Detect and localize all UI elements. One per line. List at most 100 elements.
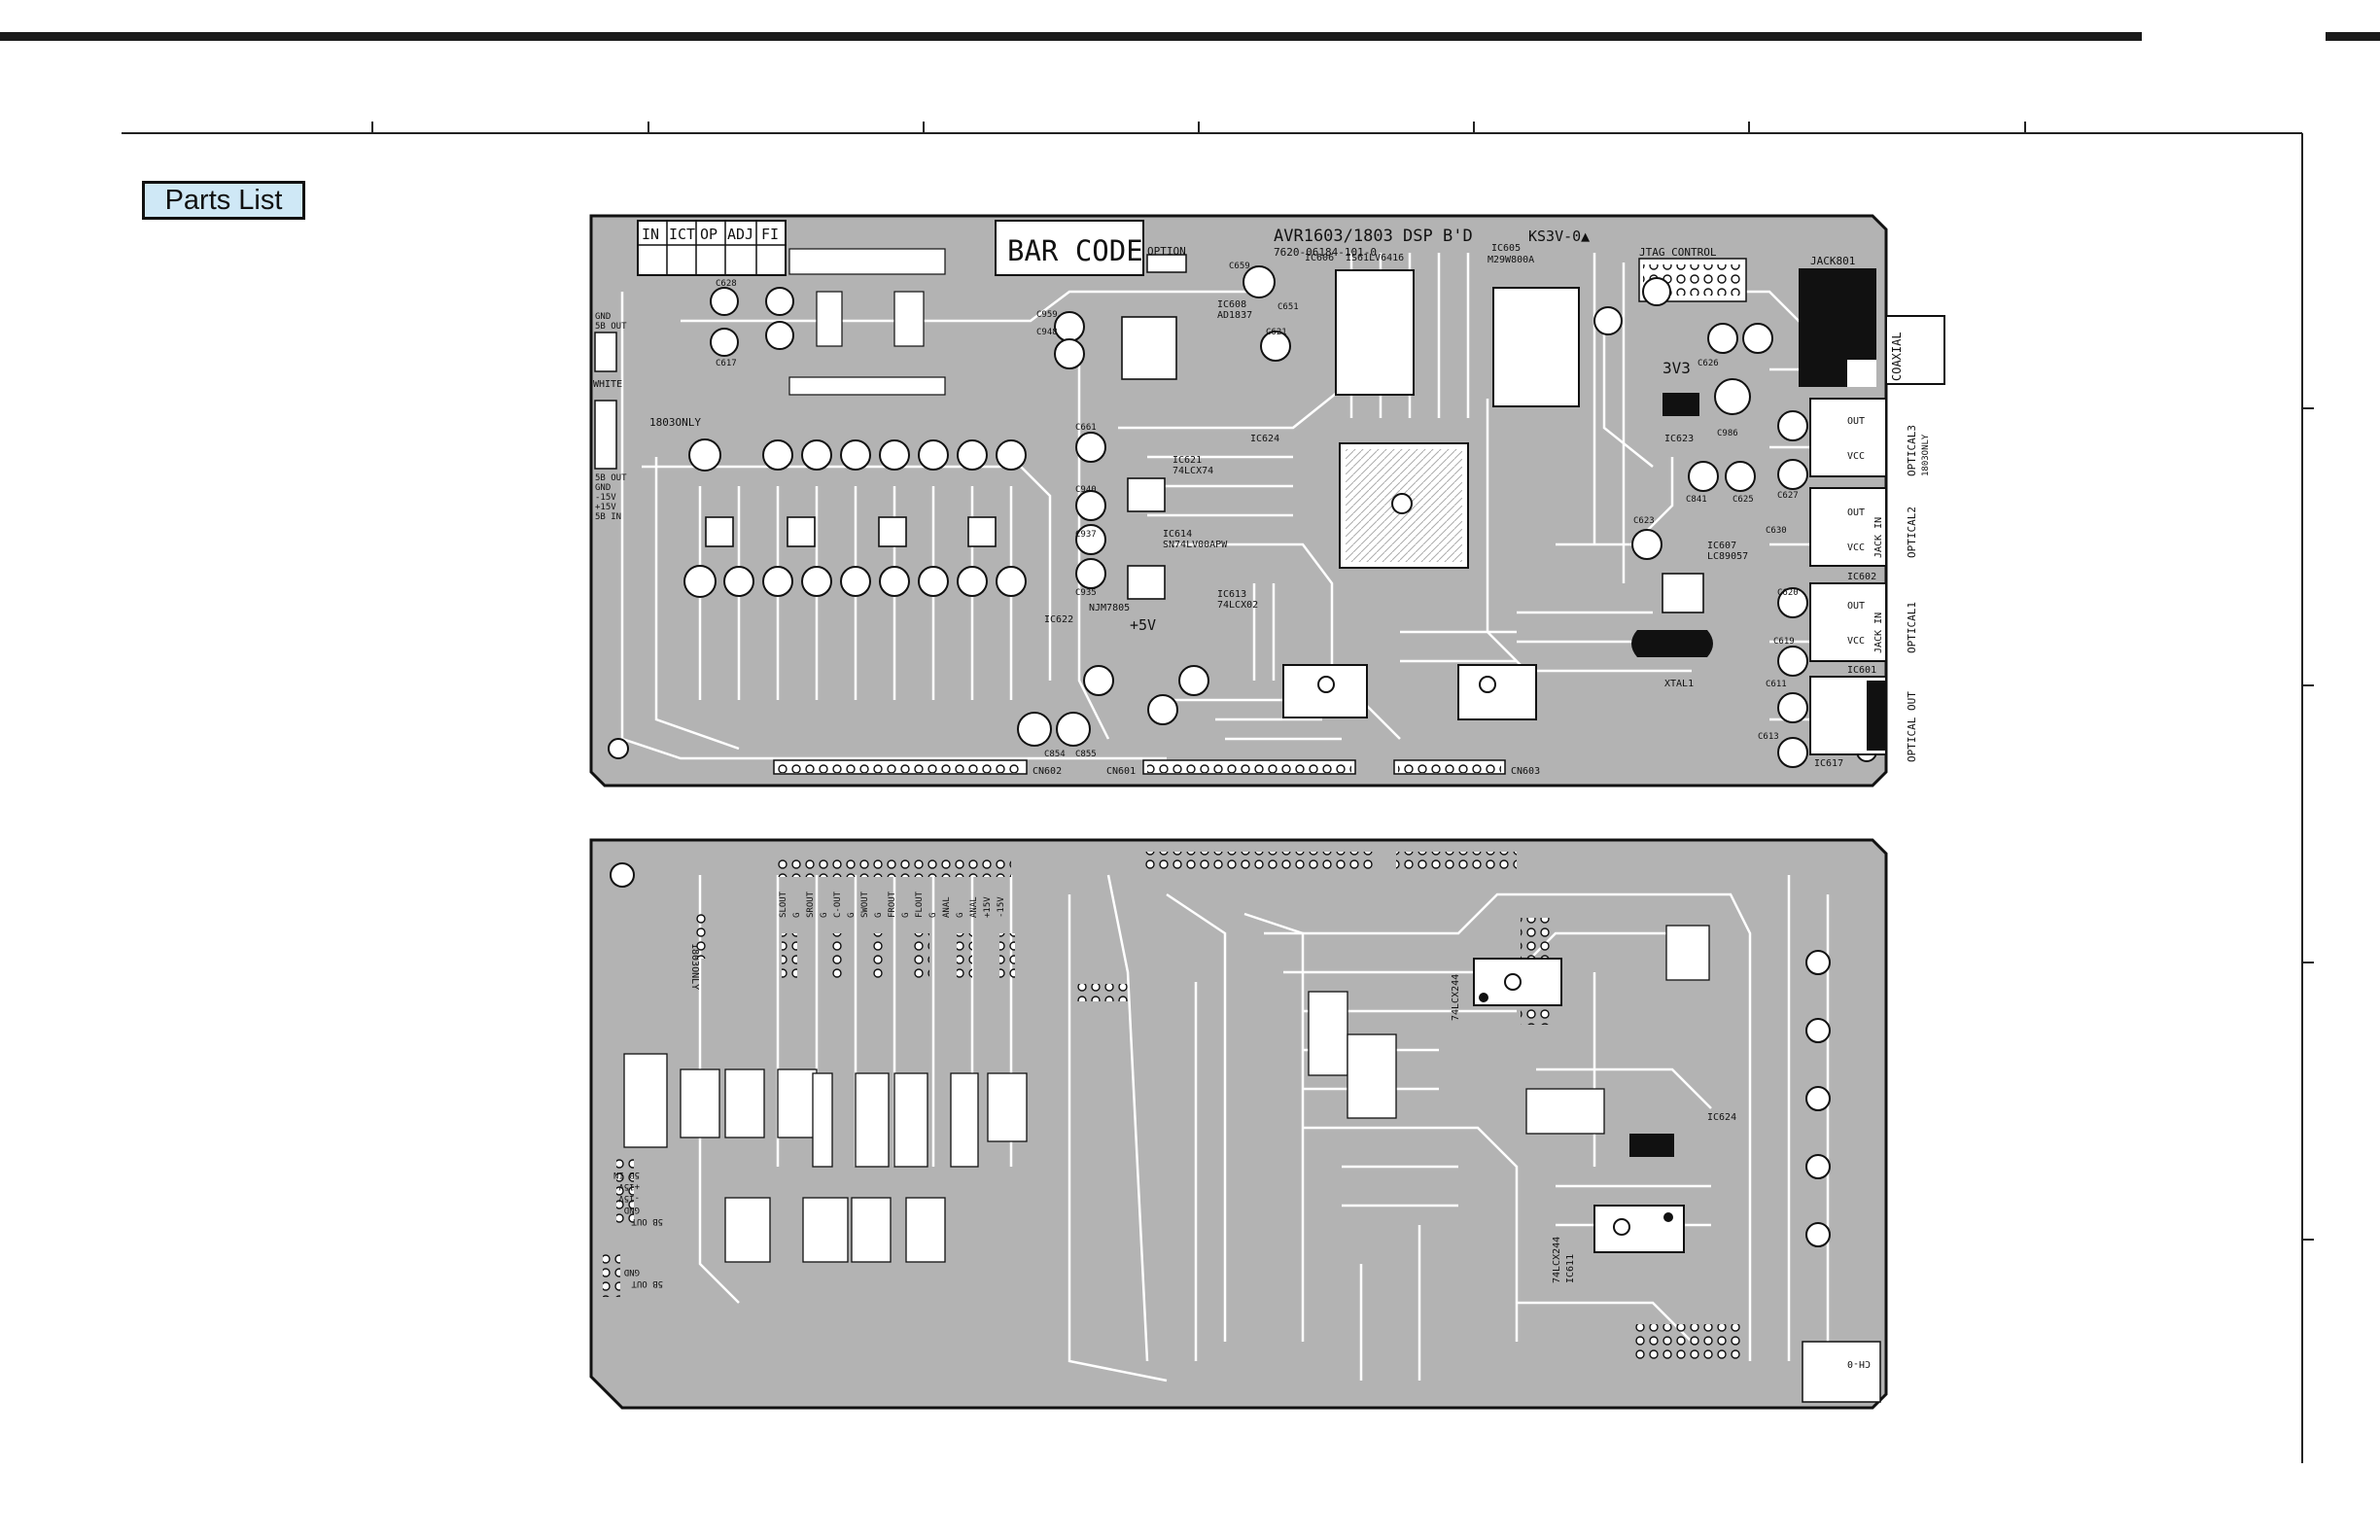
bottom-left-pin-labels: 5B IN +15V -15V GND 5B OUT GND 5B OUT <box>613 1170 663 1288</box>
bpin-anal2: ANAL <box>969 896 979 918</box>
bpin-left-gnd-2: GND <box>624 1267 640 1277</box>
cap-c937: C937 <box>1075 530 1097 540</box>
transistor-boxes <box>705 316 1704 613</box>
opt1-jack-in-label: JACK IN <box>1873 612 1884 653</box>
cn603-label: CN603 <box>1511 766 1540 777</box>
parts-list-button[interactable]: Parts List <box>142 181 305 220</box>
ic607-label: IC607 <box>1707 541 1736 551</box>
bpin-minus15: -15V <box>997 896 1006 918</box>
bottom-header-pin-labels: SLOUT G SROUT G C-OUT G SWOUT G FROUT G … <box>779 891 1006 918</box>
ic614-label: IC614 <box>1163 529 1192 540</box>
cap-c623: C623 <box>1633 516 1655 526</box>
header-rule-right <box>2326 32 2380 41</box>
top-pin-plus15: +15V <box>595 503 616 512</box>
top-pin-minus15: -15V <box>595 493 616 503</box>
opt1-vcc-pin: VCC <box>1847 636 1865 647</box>
info-cell-ict: ICT <box>669 226 695 243</box>
bpin-left-5bout-2: 5B OUT <box>631 1278 663 1288</box>
ic621-label: IC621 <box>1172 455 1202 466</box>
optical-modules: OUT VCC OUT VCC OUT VCC OPTICAL3 1803ONL… <box>1809 398 1931 762</box>
top-connectors: CN602 CN601 CN603 <box>773 759 1540 777</box>
ic601-label: IC601 <box>1847 665 1876 676</box>
top-ic-labels: IC606 IS61LV6416 IC605 M29W800A IC608 AD… <box>1044 243 1876 769</box>
cap-c661: C661 <box>1075 423 1097 433</box>
ic613-part: 74LCX02 <box>1217 600 1258 611</box>
bpin-g3: G <box>847 913 857 918</box>
jtag-label: JTAG CONTROL <box>1639 246 1717 259</box>
optical3-label: OPTICAL3 <box>1906 425 1918 476</box>
bpin-anal1: ANAL <box>942 896 952 918</box>
cn602-label: CN602 <box>1032 766 1062 777</box>
xtal1-label: XTAL1 <box>1664 679 1694 689</box>
option-label: OPTION <box>1147 245 1186 258</box>
bpin-frout: FROUT <box>888 891 897 918</box>
cap-c986: C986 <box>1717 429 1738 438</box>
ic614-part: SN74LV00APW <box>1163 540 1228 550</box>
optical2-label: OPTICAL2 <box>1906 507 1918 558</box>
bottom-header-mid <box>1143 852 1377 873</box>
board-model: AVR1603/1803 DSP B'D <box>1274 227 1473 246</box>
board-part-number: 7620-06184-101-0 <box>1274 246 1377 259</box>
bottom-header-left <box>778 856 1011 877</box>
resistor-arrays-top <box>788 248 946 396</box>
bpin-left-5bout: 5B OUT <box>631 1216 663 1226</box>
top-traces <box>620 253 1828 760</box>
ic607-part: LC89057 <box>1707 551 1748 562</box>
cap-c940: C940 <box>1075 485 1097 495</box>
bpin-plus15: +15V <box>983 896 993 918</box>
ic617-label: IC617 <box>1814 758 1843 769</box>
ic602-label: IC602 <box>1847 572 1876 582</box>
barcode-box <box>995 220 1144 276</box>
coaxial-label: COAXIAL <box>1890 332 1904 381</box>
opt2-out-pin: OUT <box>1847 508 1865 518</box>
optical3-sub-label: 1803ONLY <box>1921 434 1931 476</box>
jack801-label: JACK801 <box>1810 255 1855 267</box>
bottom-ch-label: CH-0 <box>1847 1358 1871 1369</box>
cap-c935: C935 <box>1075 588 1097 598</box>
info-cell-adj: ADJ <box>727 226 753 243</box>
opt1-out-pin: OUT <box>1847 601 1865 612</box>
bpin-flout: FLOUT <box>915 891 925 918</box>
ic606-part: IS61LV6416 <box>1346 253 1404 263</box>
cap-c841: C841 <box>1686 495 1707 505</box>
cap-c626: C626 <box>1698 359 1719 368</box>
cn601-label: CN601 <box>1106 766 1136 777</box>
top-ics <box>1282 269 1713 720</box>
bottom-ch-box <box>1802 1341 1881 1403</box>
bpin-g7: G <box>956 913 965 918</box>
opt2-vcc-pin: VCC <box>1847 542 1865 553</box>
bottom-lcx-label-1: 74LCX244 <box>1451 974 1461 1021</box>
cap-c959: C959 <box>1036 310 1058 320</box>
optical-out-label: OPTICAL OUT <box>1906 691 1918 762</box>
cap-c625: C625 <box>1732 495 1754 505</box>
opt3-out-pin: OUT <box>1847 416 1865 427</box>
bpin-swout: SWOUT <box>860 891 870 918</box>
cap-c630: C630 <box>1766 526 1787 536</box>
3v3-label: 3V3 <box>1662 359 1691 377</box>
only1803-label: 1803ONLY <box>649 416 701 429</box>
bottom-header-right <box>1396 852 1517 873</box>
bpin-srout: SROUT <box>806 891 816 918</box>
cap-c948: C948 <box>1036 328 1058 337</box>
bpin-g6: G <box>928 913 938 918</box>
bottom-only1803-label: 1803ONLY <box>689 943 700 990</box>
white-label: WHITE <box>593 379 622 390</box>
bottom-board: SLOUT G SROUT G C-OUT G SWOUT G FROUT G … <box>589 838 1888 1410</box>
ic621-part: 74LCX74 <box>1172 466 1213 476</box>
capacitor-field <box>608 265 1877 768</box>
plus5v-label: +5V <box>1130 616 1156 634</box>
opt3-vcc-pin: VCC <box>1847 451 1865 462</box>
top-board: IN ICT OP ADJ FI BAR CODE OPTION AVR1603… <box>589 214 1945 788</box>
ic605-part: M29W800A <box>1488 255 1534 265</box>
cap-c619: C619 <box>1773 637 1795 647</box>
barcode-label: BAR CODE <box>1007 234 1143 267</box>
bottom-black-pad <box>1629 1134 1674 1157</box>
top-left-connector: GND 5B OUT 5B OUT GND -15V +15V 5B IN WH… <box>593 312 701 522</box>
top-pin-5bout-2: 5B OUT <box>595 473 627 483</box>
ic605-label: IC605 <box>1491 243 1521 254</box>
ic624-label: IC624 <box>1250 434 1279 444</box>
info-cell-fi: FI <box>761 226 779 243</box>
bpin-left-5bin: 5B IN <box>613 1170 640 1179</box>
njm7805-label: NJM7805 <box>1089 603 1130 613</box>
bpin-left-plus15: +15V <box>618 1181 640 1191</box>
